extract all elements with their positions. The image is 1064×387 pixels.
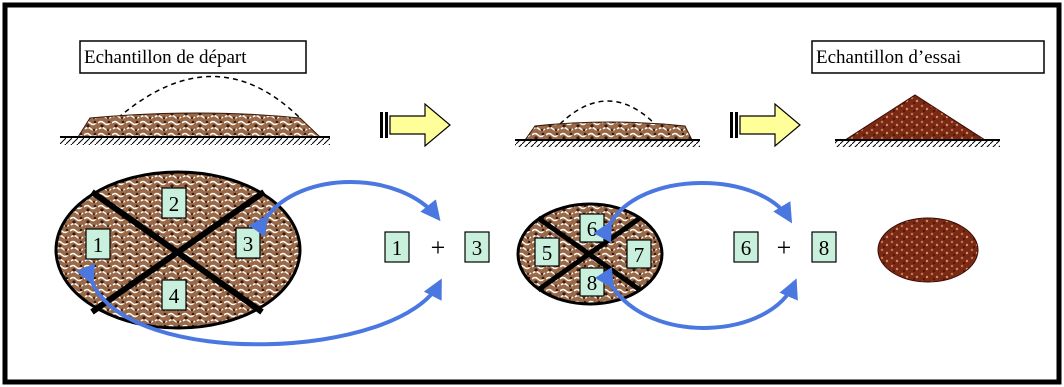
quarter-8: 8 — [580, 268, 604, 296]
quarter-2: 2 — [162, 188, 186, 218]
quarter-4: 4 — [162, 280, 186, 310]
quarter-7: 7 — [627, 240, 651, 268]
combination-2-plus: + — [777, 233, 792, 262]
quarter-5: 5 — [535, 238, 559, 266]
combination-1-b: 3 — [472, 236, 483, 260]
start-sample-title-text: Echantillon de départ — [84, 47, 247, 68]
quarter-3: 3 — [236, 228, 260, 258]
combination-2-b: 8 — [819, 236, 830, 260]
test-sample-title: Echantillon d’essai — [812, 41, 1044, 73]
quarter-6: 6 — [580, 214, 604, 242]
quarter-8-label: 8 — [587, 271, 598, 295]
start-sample-title: Echantillon de départ — [80, 41, 306, 73]
quarter-1: 1 — [86, 229, 110, 259]
quarter-2-label: 2 — [169, 192, 180, 216]
test-sample-disc — [878, 218, 978, 282]
quarter-4-label: 4 — [169, 284, 180, 308]
quarter-7-label: 7 — [634, 243, 645, 267]
combination-1-plus: + — [431, 233, 446, 262]
quarter-5-label: 5 — [542, 241, 553, 265]
first-combination: 1 + 3 — [385, 232, 489, 262]
second-combination: 6 + 8 — [734, 232, 836, 262]
combination-1-a: 1 — [392, 236, 403, 260]
quarter-6-label: 6 — [587, 217, 598, 241]
test-sample-title-text: Echantillon d’essai — [816, 47, 961, 68]
quarter-3-label: 3 — [243, 232, 254, 256]
quarter-1-label: 1 — [93, 233, 104, 257]
combination-2-a: 6 — [741, 236, 752, 260]
